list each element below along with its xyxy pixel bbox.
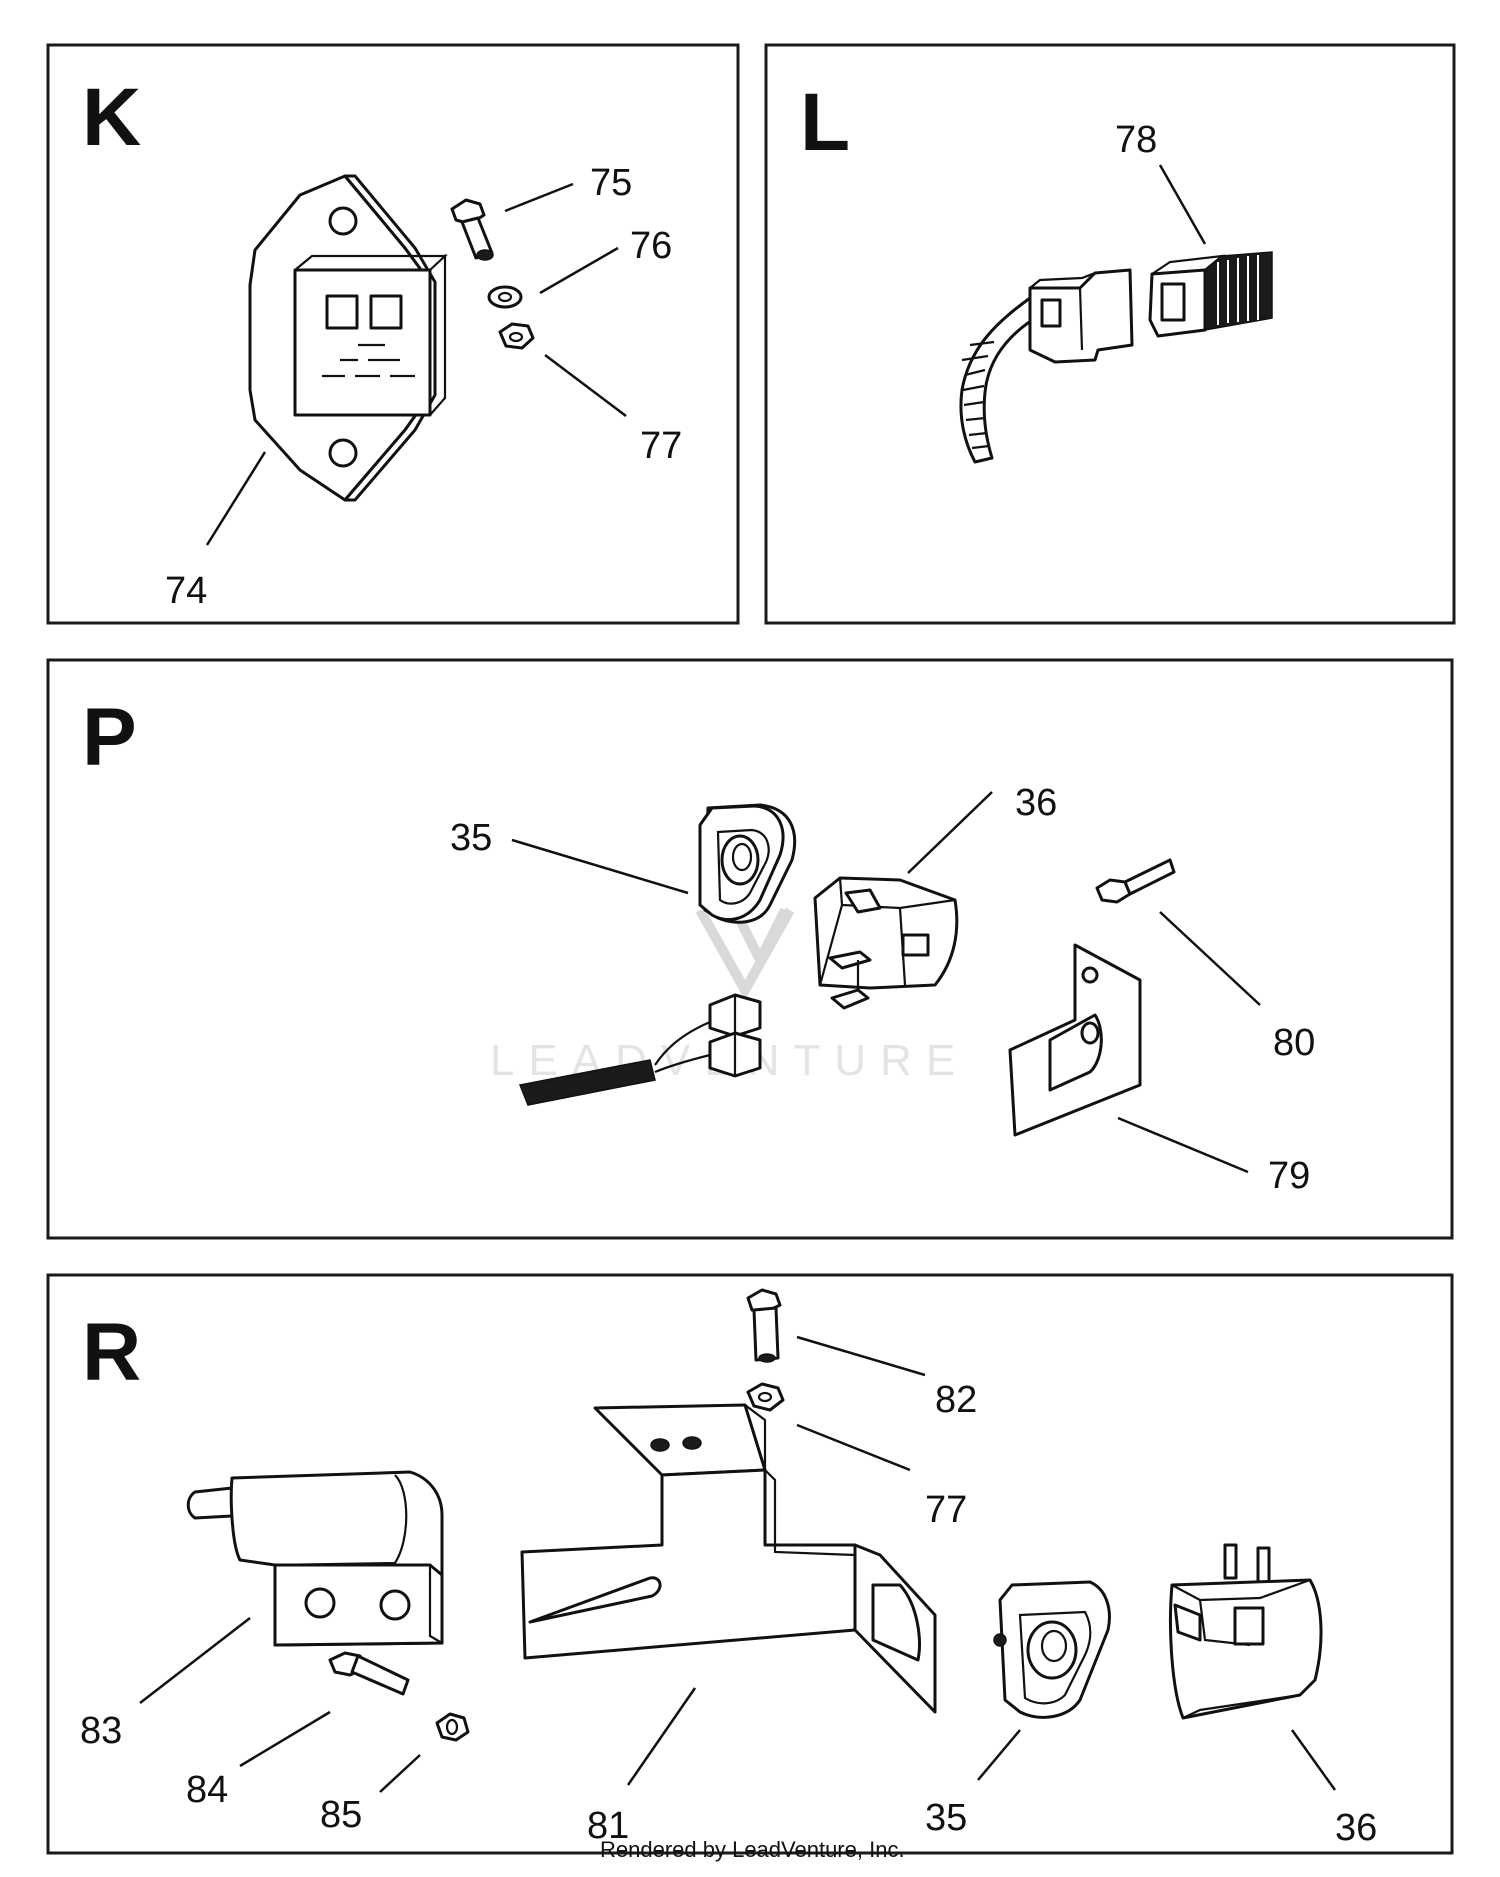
part-35-bezel-r	[993, 1580, 1111, 1719]
panel-l-letter: L	[800, 77, 850, 168]
part-75-bolt	[450, 198, 494, 261]
callout-36-r: 36	[1335, 1807, 1377, 1849]
callout-83: 83	[80, 1710, 122, 1752]
part-36-switch-r	[1168, 1543, 1323, 1720]
panel-l: L 78	[764, 43, 1456, 625]
part-81-main-bracket	[520, 1403, 937, 1714]
callout-76: 76	[630, 225, 672, 267]
callout-82: 82	[935, 1379, 977, 1421]
footer-credit: Rendered by LeadVenture, Inc.	[600, 1837, 905, 1862]
part-76-washer	[487, 285, 523, 309]
part-82-bolt	[746, 1288, 782, 1363]
part-84-bolt	[328, 1651, 410, 1696]
callout-36-p: 36	[1015, 782, 1057, 824]
panel-k: K 74 75	[46, 43, 740, 625]
panel-r-letter: R	[82, 1307, 141, 1398]
callout-79: 79	[1268, 1155, 1310, 1197]
callout-81: 81	[587, 1805, 629, 1847]
part-35-bezel	[698, 803, 797, 924]
callout-84: 84	[186, 1769, 228, 1811]
callout-77: 77	[640, 425, 682, 467]
part-36-switch	[813, 876, 959, 1010]
panel-r: R 82 77 83	[46, 1273, 1454, 1855]
callout-75: 75	[590, 162, 632, 204]
watermark-logo	[695, 907, 795, 1001]
part-74-outlet-plate	[248, 174, 448, 502]
part-77-nut	[498, 322, 535, 350]
part-78-connector	[959, 251, 1273, 464]
panel-p: P LEADVENTURE 35 36	[46, 658, 1454, 1240]
callout-74: 74	[165, 570, 207, 612]
part-77-nut-r	[746, 1382, 785, 1412]
part-85-nut	[435, 1712, 470, 1742]
panel-k-letter: K	[82, 72, 141, 163]
wire-harness	[518, 993, 762, 1106]
part-83-pin-bracket	[186, 1470, 444, 1647]
callout-78: 78	[1115, 119, 1157, 161]
callout-77-r: 77	[925, 1489, 967, 1531]
part-80-bolt	[1095, 858, 1176, 904]
callout-80: 80	[1273, 1022, 1315, 1064]
callout-85: 85	[320, 1794, 362, 1836]
part-79-bracket	[1008, 943, 1142, 1137]
panel-p-letter: P	[82, 692, 137, 783]
callout-35-r: 35	[925, 1797, 967, 1839]
callout-35-p: 35	[450, 817, 492, 859]
